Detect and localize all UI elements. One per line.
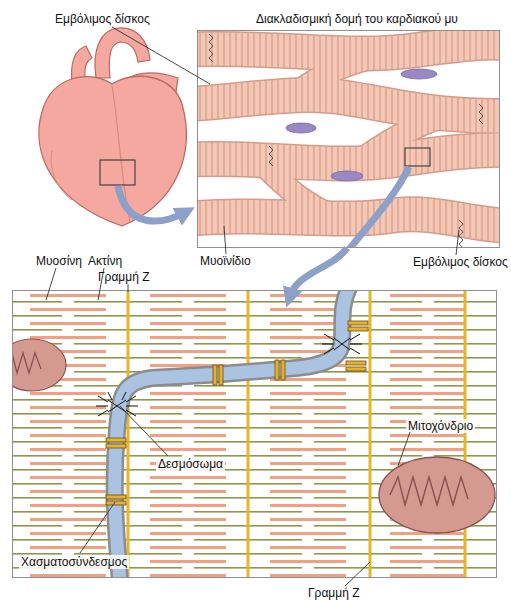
leader-line xyxy=(398,432,410,466)
fiber xyxy=(197,43,500,54)
fiber xyxy=(197,43,500,54)
gap-junction-part xyxy=(213,365,217,385)
part-label: Μυοσίνη xyxy=(36,254,82,268)
branched-muscle-art xyxy=(197,30,500,248)
leader-line xyxy=(345,562,370,586)
nucleus xyxy=(331,171,363,181)
part-label: Χασματοσύνδεσμος xyxy=(19,555,129,569)
gap-junction xyxy=(275,360,285,380)
leader-line xyxy=(80,502,115,553)
z-line xyxy=(464,290,467,578)
zoom-arrow xyxy=(347,167,409,248)
part-label: Εμβόλιμος δίσκος xyxy=(413,255,508,269)
desmosome xyxy=(108,400,126,412)
heart-body xyxy=(39,76,186,226)
disc-line xyxy=(269,146,273,166)
part-label: Δεσμόσωμα xyxy=(156,457,225,471)
muscle-panel: Διακλαδισμική δομή του καρδιακού μυ xyxy=(197,30,500,248)
fiber-branch xyxy=(297,55,387,92)
gap-junction-part xyxy=(348,327,368,331)
leader-line xyxy=(128,284,129,292)
disc-line xyxy=(479,104,483,124)
zoom-box xyxy=(100,160,135,185)
nucleus xyxy=(286,69,437,181)
gap-junction xyxy=(106,321,368,505)
zoom-arrow xyxy=(290,248,347,296)
z-line xyxy=(247,290,250,578)
intercalated-disc-band xyxy=(115,290,350,578)
intercalated-disc-band xyxy=(115,290,350,578)
zoom-box xyxy=(405,148,430,166)
mitochondrion xyxy=(379,457,495,533)
gap-junction-part xyxy=(106,444,126,448)
fiber-outline xyxy=(197,43,500,226)
cristae xyxy=(12,353,41,373)
intercalated-disc xyxy=(209,34,483,248)
cristae xyxy=(390,477,468,505)
fiber xyxy=(197,214,500,226)
z-line xyxy=(369,290,372,578)
leader-line xyxy=(46,27,459,586)
gap-junction-part xyxy=(219,365,223,385)
leader-line xyxy=(224,226,226,254)
part-label: Γραμμή Z xyxy=(308,586,360,600)
gap-junction-part xyxy=(281,360,285,380)
fiber-branch xyxy=(257,158,337,218)
disc-line xyxy=(209,34,213,62)
sarcomere-art xyxy=(12,290,497,578)
gap-junction-part xyxy=(106,438,126,442)
nucleus xyxy=(286,123,316,133)
gap-junction xyxy=(213,365,223,385)
desmosome xyxy=(334,338,350,350)
gap-junction-part xyxy=(346,367,366,371)
gap-junction xyxy=(106,438,126,448)
zoom-arrow xyxy=(118,186,186,221)
part-label: Εμβόλιμος δίσκος xyxy=(55,12,150,26)
fiber-branch xyxy=(357,115,447,163)
sarcomere-panel: Δεσμόσωμα ΜιτοχόνδριοΧασματοσύνδεσμος xyxy=(12,290,497,578)
fiber-striation xyxy=(197,43,500,226)
heart-groove xyxy=(51,150,72,200)
desmosome xyxy=(96,334,362,416)
desmosome xyxy=(96,392,138,416)
part-label: Μυοϊνίδιο xyxy=(200,254,251,268)
gap-junction xyxy=(106,495,126,505)
aorta xyxy=(95,28,150,78)
desmosome xyxy=(322,334,362,354)
fiber xyxy=(197,214,500,226)
gap-junction-part xyxy=(106,501,126,505)
nucleus xyxy=(401,69,437,79)
disc-line xyxy=(459,220,463,248)
gap-junction-part xyxy=(275,360,279,380)
z-line xyxy=(127,290,130,578)
leader-line xyxy=(112,27,210,84)
gap-junction-part xyxy=(346,361,366,365)
gap-junction xyxy=(348,321,368,331)
leader-line xyxy=(456,230,459,255)
gap-junction-part xyxy=(106,495,126,499)
myofilaments xyxy=(12,290,497,578)
gap-junction xyxy=(346,361,366,371)
panel-heading: Διακλαδισμική δομή του καρδιακού μυ xyxy=(256,12,458,26)
leader-line xyxy=(120,406,168,456)
gap-junction-part xyxy=(348,321,368,325)
leader-line xyxy=(46,268,56,300)
part-label: Μιτοχόνδριο xyxy=(406,419,475,433)
z-line xyxy=(128,290,465,578)
part-label: Ακτίνη xyxy=(88,254,122,268)
mitochondrion xyxy=(12,339,66,391)
part-label: Γραμμή Z xyxy=(98,270,150,284)
